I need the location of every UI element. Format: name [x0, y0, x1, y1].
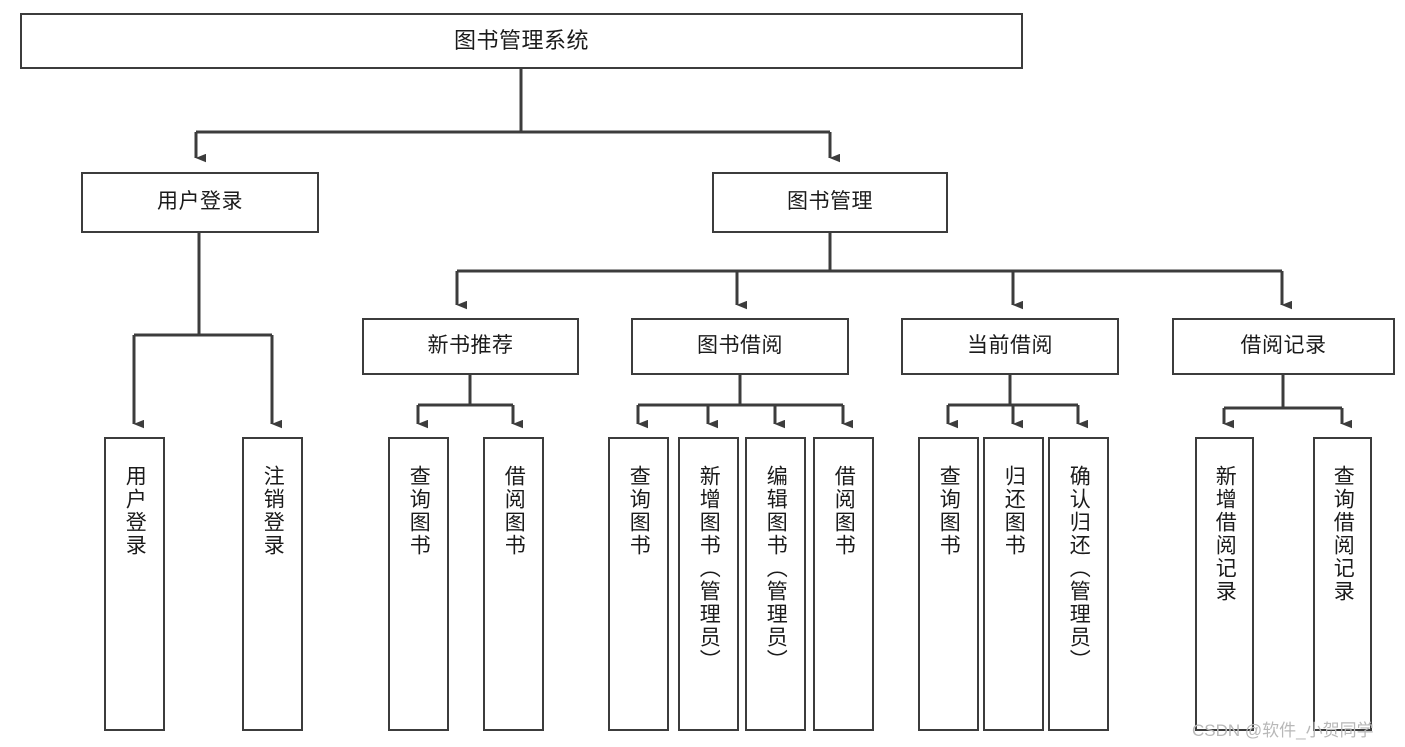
node-user-login[interactable]: 用户登录: [81, 172, 319, 233]
node-book-borrow[interactable]: 图书借阅: [631, 318, 849, 375]
node-label-leaf-query-book-2: 查询图书: [627, 465, 651, 557]
node-new-book-recommend[interactable]: 新书推荐: [362, 318, 579, 375]
node-leaf-borrow-book-1[interactable]: 借阅图书: [483, 437, 544, 731]
node-leaf-query-book-2[interactable]: 查询图书: [608, 437, 669, 731]
node-label-leaf-query-book-3: 查询图书: [937, 465, 961, 557]
node-label-current-borrow: 当前借阅: [967, 334, 1053, 358]
node-label-leaf-logout-login: 注销登录: [261, 465, 285, 557]
node-label-new-book-recommend: 新书推荐: [427, 334, 514, 358]
node-leaf-query-book-3[interactable]: 查询图书: [918, 437, 979, 731]
node-leaf-query-book-1[interactable]: 查询图书: [388, 437, 449, 731]
node-label-leaf-borrow-book-2: 借阅图书: [832, 465, 856, 557]
node-leaf-edit-book-admin[interactable]: 编辑图书（管理员）: [745, 437, 806, 731]
node-label-leaf-query-book-1: 查询图书: [407, 465, 431, 557]
node-leaf-add-book-admin[interactable]: 新增图书（管理员）: [678, 437, 739, 731]
node-leaf-borrow-book-2[interactable]: 借阅图书: [813, 437, 874, 731]
node-leaf-add-borrow-record[interactable]: 新增借阅记录: [1195, 437, 1254, 731]
node-label-book-borrow: 图书借阅: [697, 334, 783, 358]
node-label-root: 图书管理系统: [453, 28, 589, 54]
node-label-book-management: 图书管理: [787, 190, 873, 214]
node-label-leaf-user-login: 用户登录: [123, 465, 147, 557]
node-label-leaf-borrow-book-1: 借阅图书: [502, 465, 526, 557]
node-leaf-user-login[interactable]: 用户登录: [104, 437, 165, 731]
node-root-system[interactable]: 图书管理系统: [20, 13, 1023, 69]
node-leaf-query-borrow-record[interactable]: 查询借阅记录: [1313, 437, 1372, 731]
node-book-management[interactable]: 图书管理: [712, 172, 948, 233]
node-label-leaf-confirm-return-admin: 确认归还（管理员）: [1067, 465, 1091, 672]
node-label-leaf-add-borrow-record: 新增借阅记录: [1213, 465, 1237, 603]
node-label-borrow-record: 借阅记录: [1240, 334, 1327, 358]
csdn-watermark: CSDN @软件_小贺同学: [1192, 721, 1374, 740]
node-label-leaf-edit-book-admin: 编辑图书（管理员）: [764, 465, 788, 672]
node-leaf-confirm-return-admin[interactable]: 确认归还（管理员）: [1048, 437, 1109, 731]
node-label-leaf-query-borrow-record: 查询借阅记录: [1331, 465, 1355, 603]
node-label-leaf-return-book: 归还图书: [1002, 465, 1026, 557]
node-leaf-return-book[interactable]: 归还图书: [983, 437, 1044, 731]
node-label-user-login: 用户登录: [157, 190, 243, 214]
node-label-leaf-add-book-admin: 新增图书（管理员）: [697, 465, 721, 672]
node-leaf-logout-login[interactable]: 注销登录: [242, 437, 303, 731]
node-borrow-record[interactable]: 借阅记录: [1172, 318, 1395, 375]
node-current-borrow[interactable]: 当前借阅: [901, 318, 1119, 375]
